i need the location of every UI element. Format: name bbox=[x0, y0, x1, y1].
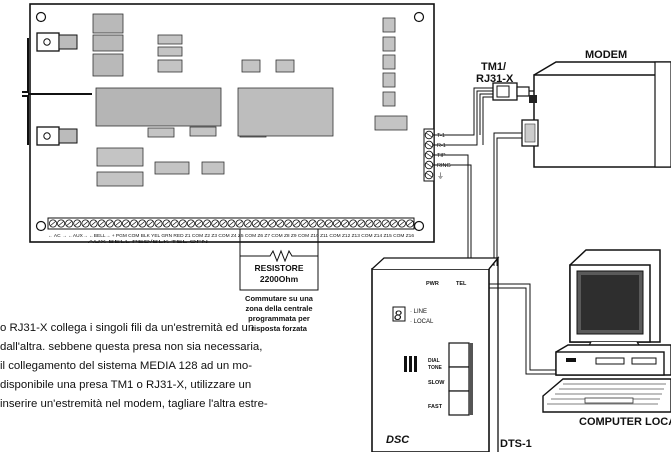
terminal-screw-slot bbox=[66, 221, 72, 226]
terminal-screw-slot bbox=[342, 221, 348, 226]
tm1-label: TM1/ bbox=[481, 61, 506, 73]
terminal-strip-sublabels: AUX BELL PED/BLK TEL OFN bbox=[88, 239, 208, 244]
terminal-screw-slot bbox=[350, 221, 356, 226]
terminal-screw-slot bbox=[204, 221, 210, 226]
button-stack bbox=[448, 342, 473, 416]
dts1-device bbox=[371, 256, 500, 452]
terminal-strip-labels: ← AC → ←AUX→ ←BELL→ + PGM COM BLK YEL GR… bbox=[48, 233, 415, 238]
terminal-screw-slot bbox=[358, 221, 364, 226]
terminal-screw-slot bbox=[301, 221, 308, 226]
terminal-screw-slot bbox=[115, 221, 121, 226]
zone-terminal-strip bbox=[47, 217, 415, 230]
terminal-screw-slot bbox=[318, 221, 324, 226]
dsc-logo: DSC bbox=[386, 434, 410, 446]
dial-tone-indicator-icon bbox=[404, 356, 417, 372]
terminal-screw-slot bbox=[90, 221, 97, 226]
terminal-screw-slot bbox=[399, 221, 405, 226]
terminal-label-r1: R-1 bbox=[437, 143, 446, 149]
paragraph-line-4: disponibile una presa TM1 o RJ31-X, util… bbox=[0, 379, 252, 391]
terminal-screw-slot bbox=[123, 221, 129, 226]
computer-case bbox=[555, 344, 671, 376]
paragraph-line-3: il collegamento del sistema MEDIA 128 ad… bbox=[0, 360, 252, 372]
terminal-screw-slot bbox=[220, 221, 227, 226]
terminal-screw-slot bbox=[326, 221, 332, 226]
note-line-3: programmata per bbox=[248, 314, 310, 323]
terminal-screw-slot bbox=[99, 221, 105, 226]
terminal-screw-slot bbox=[212, 221, 218, 226]
terminal-label-tip: TIP bbox=[437, 153, 446, 159]
description-paragraph: o RJ31-X collega i singoli fili da un'es… bbox=[0, 319, 362, 452]
note-line-2: zona della centrale bbox=[245, 304, 312, 313]
terminal-screw-slot bbox=[82, 221, 89, 226]
terminal-screw-slot bbox=[180, 221, 186, 226]
modem-device bbox=[521, 61, 671, 168]
note-line-4: risposta forzata bbox=[251, 324, 308, 333]
dts1-label: DTS-1 bbox=[500, 438, 532, 450]
slow-label: SLOW bbox=[428, 380, 445, 386]
local-led-label: · LOCAL bbox=[410, 319, 434, 325]
terminal-screw-slot bbox=[147, 221, 154, 226]
terminal-label-ring: RING bbox=[437, 163, 451, 169]
terminal-label-t1: T-1 bbox=[437, 133, 445, 139]
computer-monitor bbox=[569, 249, 661, 353]
terminal-screw-slot bbox=[261, 221, 267, 226]
tel-label: TEL bbox=[456, 281, 467, 287]
fast-label: FAST bbox=[428, 404, 443, 410]
terminal-label-ground: ⏚ bbox=[437, 172, 444, 180]
terminal-screw-slot bbox=[374, 221, 381, 226]
pwr-label: PWR bbox=[426, 281, 439, 287]
terminal-screw-slot bbox=[172, 221, 178, 226]
terminal-screw-slot bbox=[50, 221, 56, 226]
rj31x-label: RJ31-X bbox=[476, 73, 514, 85]
paragraph-line-2: dall'altra. sebbene questa presa non sia… bbox=[0, 341, 263, 353]
control-panel-board: T-1 R-1 TIP RING ⏚ ← AC → ←AUX→ ←BELL→ +… bbox=[22, 3, 451, 244]
modem-label: MODEM bbox=[585, 49, 627, 61]
terminal-screw-slot bbox=[196, 221, 202, 226]
dial-label: DIAL bbox=[428, 358, 440, 364]
terminal-screw-slot bbox=[293, 221, 300, 226]
regulator-bottom bbox=[36, 126, 78, 146]
terminal-screw-slot bbox=[391, 221, 397, 226]
terminal-screw-slot bbox=[245, 221, 251, 226]
terminal-screw-slot bbox=[131, 221, 137, 226]
seven-segment-digit: 8 bbox=[394, 307, 402, 323]
computer-locale-label: COMPUTER LOCALE bbox=[579, 416, 671, 428]
tone-label: TONE bbox=[428, 365, 442, 371]
terminal-screw-slot bbox=[277, 221, 283, 226]
terminal-screw-slot bbox=[334, 221, 340, 226]
paragraph-line-1: o RJ31-X collega i singoli fili da un'es… bbox=[0, 322, 255, 334]
resistor-value: 2200Ohm bbox=[260, 274, 299, 284]
terminal-screw-slot bbox=[74, 221, 80, 226]
terminal-screw-slot bbox=[188, 221, 194, 226]
terminal-screw-slot bbox=[107, 221, 113, 226]
phone-wires bbox=[433, 87, 493, 266]
terminal-screw-slot bbox=[236, 221, 243, 226]
resistor bbox=[239, 229, 319, 291]
terminal-screw-slot bbox=[228, 221, 235, 226]
terminal-screw-slot bbox=[155, 221, 162, 226]
line-led-label: · LINE bbox=[410, 309, 427, 315]
terminal-screw-slot bbox=[269, 221, 275, 226]
computer-keyboard bbox=[542, 378, 671, 413]
regulator-top bbox=[36, 32, 78, 52]
terminal-screw-slot bbox=[163, 221, 170, 226]
resistor-title: RESISTORE bbox=[255, 263, 304, 273]
paragraph-line-5: inserire un'estremità nel modem, tagliar… bbox=[0, 398, 268, 410]
terminal-screw-slot bbox=[407, 221, 413, 226]
telephone-terminal-block bbox=[423, 128, 435, 182]
terminal-screw-slot bbox=[383, 221, 389, 226]
terminal-screw-slot bbox=[253, 221, 259, 226]
terminal-screw-slot bbox=[309, 221, 316, 226]
terminal-screw-slot bbox=[285, 221, 291, 226]
note-line-1: Commutare su una bbox=[245, 294, 314, 303]
terminal-screw-slot bbox=[139, 221, 145, 226]
terminal-screw-slot bbox=[58, 221, 64, 226]
terminal-screw-slot bbox=[366, 221, 373, 226]
